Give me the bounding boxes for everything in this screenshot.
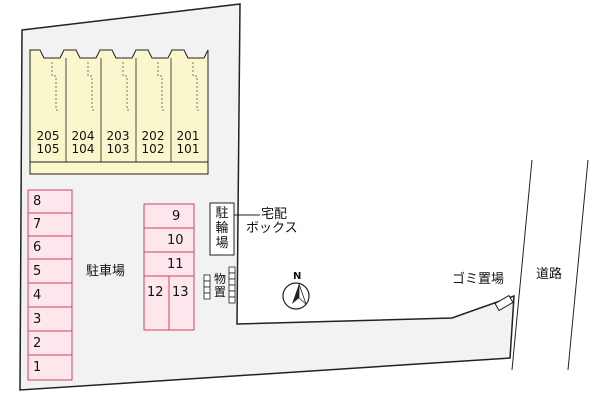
- north-label: N: [293, 271, 302, 282]
- storage-shed: [203, 266, 236, 304]
- parking-space-13: 13: [172, 285, 189, 300]
- parking-space-1: 1: [33, 360, 42, 375]
- storage-char: 置: [213, 285, 226, 299]
- unit-lower-label: 102: [141, 142, 165, 156]
- road-edge-left: [511, 159, 533, 371]
- apartment-building: [29, 49, 209, 175]
- north-arrow-icon: [282, 282, 310, 310]
- bicycle-parking-char: 駐: [215, 206, 229, 221]
- parking-space-8: 8: [33, 194, 42, 209]
- parking-space-3: 3: [33, 312, 42, 327]
- bicycle-parking-char: 場: [215, 236, 229, 251]
- bicycle-parking-label: 駐 輪 場: [215, 206, 229, 251]
- parking-space-5: 5: [33, 264, 42, 279]
- garbage-station: [494, 294, 514, 312]
- parking-center-column: [143, 203, 195, 277]
- bicycle-parking-char: 輪: [215, 221, 229, 236]
- parking-space-4: 4: [33, 288, 42, 303]
- parking-space-2: 2: [33, 336, 42, 351]
- bicycle-parking-box: [209, 202, 235, 256]
- unit-upper-label: 203: [106, 129, 130, 143]
- unit-upper-label: 205: [36, 129, 60, 143]
- storage-char: 物: [213, 272, 226, 286]
- garbage-station-label: ゴミ置場: [452, 272, 505, 287]
- parking-lot-label: 駐車場: [86, 264, 126, 279]
- unit-upper-label: 204: [71, 129, 95, 143]
- unit-lower-label: 101: [176, 142, 200, 156]
- road-label: 道路: [536, 267, 563, 282]
- storage-label: 物 置: [213, 273, 227, 299]
- parking-bottom-pair: [143, 275, 195, 331]
- parking-space-10: 10: [167, 233, 184, 248]
- road-edge-right: [567, 159, 589, 371]
- unit-upper-label: 202: [141, 129, 165, 143]
- delivery-box-label-line1: 宅配: [261, 207, 288, 222]
- parking-space-7: 7: [33, 217, 42, 232]
- parking-left-column: [27, 189, 73, 381]
- unit-lower-label: 104: [71, 142, 95, 156]
- parking-space-11: 11: [167, 257, 184, 272]
- delivery-box-label-line2: ボックス: [246, 221, 298, 236]
- parking-space-6: 6: [33, 240, 42, 255]
- unit-upper-label: 201: [176, 129, 200, 143]
- unit-lower-label: 105: [36, 142, 60, 156]
- parking-space-12: 12: [147, 285, 164, 300]
- unit-lower-label: 103: [106, 142, 130, 156]
- parking-space-9: 9: [172, 209, 181, 224]
